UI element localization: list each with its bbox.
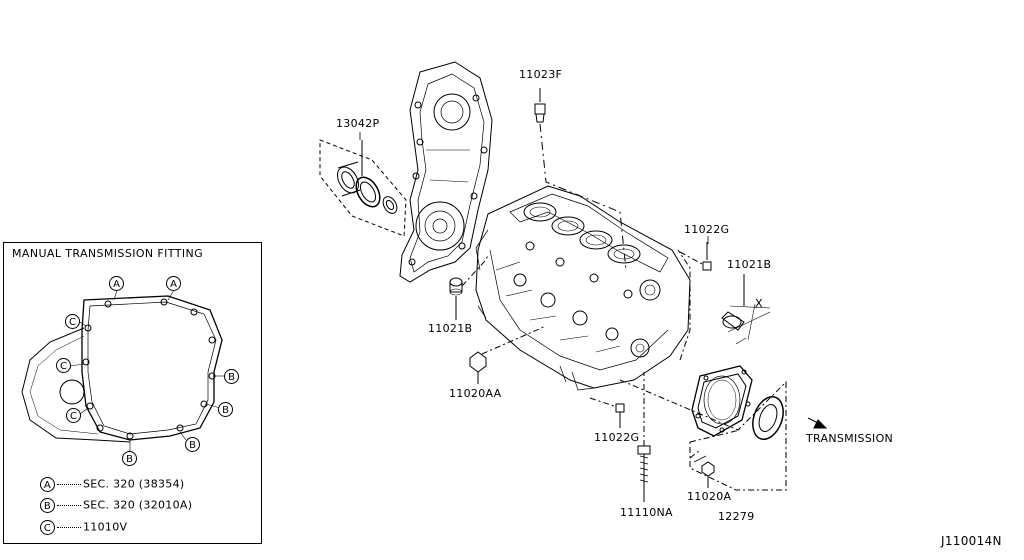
plug-11023f bbox=[534, 88, 627, 271]
marker-c: C bbox=[66, 408, 81, 423]
marker-b: B bbox=[122, 451, 137, 466]
label-11022g-top: 11022G bbox=[684, 223, 730, 236]
front-oil-seal-group bbox=[319, 139, 407, 237]
dowel-11021b-right bbox=[721, 274, 771, 345]
label-12279: 12279 bbox=[718, 510, 755, 523]
dowel-11021b-left bbox=[449, 255, 489, 320]
bolt-11020a bbox=[689, 449, 715, 488]
label-11020aa: 11020AA bbox=[449, 387, 502, 400]
legend-key: B bbox=[40, 498, 55, 513]
marker-a: A bbox=[166, 276, 181, 291]
timing-cover bbox=[399, 61, 493, 283]
dowel-11022g-bottom bbox=[589, 397, 625, 428]
legend-key: A bbox=[40, 477, 55, 492]
inset-title: MANUAL TRANSMISSION FITTING bbox=[12, 247, 204, 260]
bolt-11020aa bbox=[469, 325, 547, 384]
legend-key: C bbox=[40, 520, 55, 535]
label-11021b-left: 11021B bbox=[428, 322, 473, 335]
marker-c: C bbox=[65, 314, 80, 329]
legend-row-b: B SEC. 320 (32010A) bbox=[40, 498, 192, 513]
inset-frame bbox=[3, 242, 262, 544]
label-x-dimension: X bbox=[755, 297, 763, 310]
legend-row-c: C 11010V bbox=[40, 520, 127, 535]
label-13042p: 13042P bbox=[336, 117, 380, 130]
manual-transmission-housing bbox=[21, 289, 226, 452]
marker-b: B bbox=[185, 437, 200, 452]
transmission-arrow bbox=[807, 417, 828, 429]
label-11020a: 11020A bbox=[687, 490, 732, 503]
marker-b: B bbox=[224, 369, 239, 384]
label-11022g-bottom: 11022G bbox=[594, 431, 640, 444]
legend-text: SEC. 320 (32010A) bbox=[83, 498, 193, 512]
marker-a: A bbox=[109, 276, 124, 291]
rear-seal-retainer-group bbox=[619, 249, 787, 491]
legend-text: SEC. 320 (38354) bbox=[83, 477, 185, 491]
marker-b: B bbox=[218, 402, 233, 417]
diagram-id: J110014N bbox=[941, 534, 1002, 548]
cylinder-block bbox=[475, 185, 691, 391]
label-transmission: TRANSMISSION bbox=[806, 432, 894, 445]
legend-row-a: A SEC. 320 (38354) bbox=[40, 477, 184, 492]
marker-c: C bbox=[56, 358, 71, 373]
label-11023f: 11023F bbox=[519, 68, 563, 81]
label-11021b-right: 11021B bbox=[727, 258, 772, 271]
legend-text: 11010V bbox=[83, 520, 128, 534]
bolt-11110na bbox=[637, 372, 651, 502]
dowel-11022g-top bbox=[679, 242, 712, 271]
label-11110na: 11110NA bbox=[620, 506, 673, 519]
